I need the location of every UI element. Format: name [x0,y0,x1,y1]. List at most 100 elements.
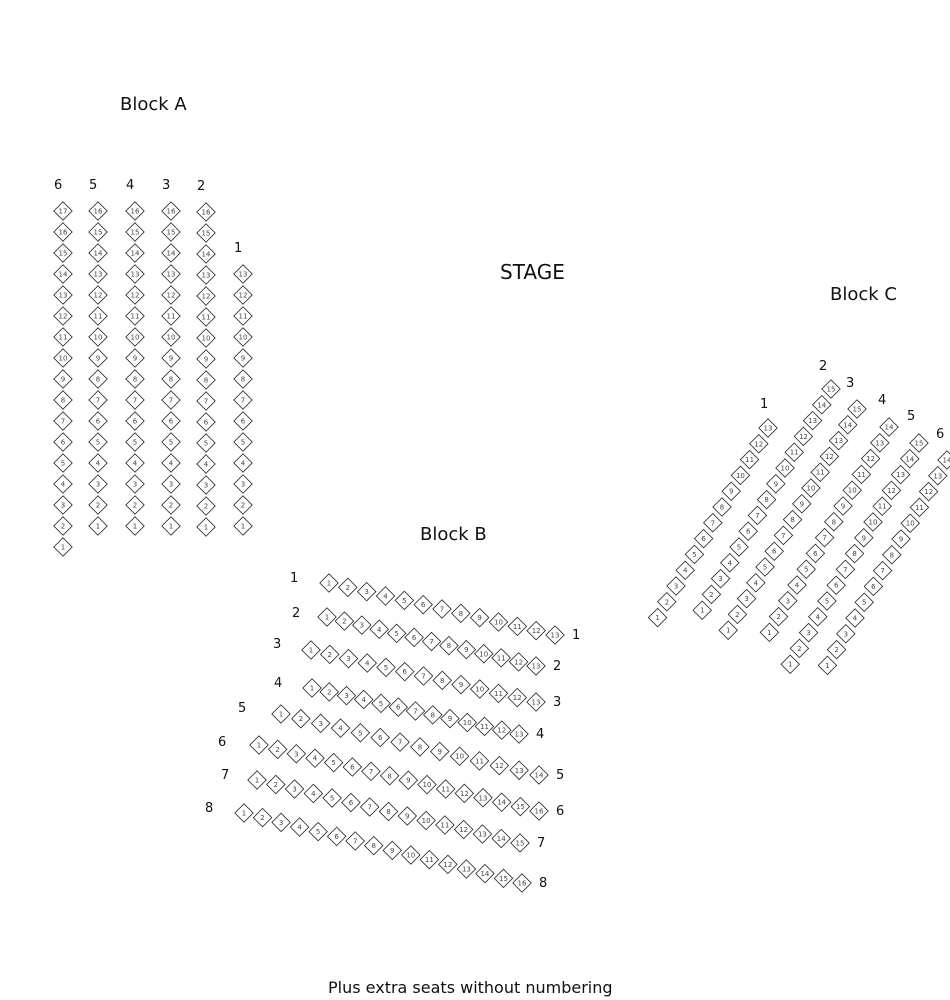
seat-a-row3-13[interactable]: 13 [161,264,181,284]
seat-b-row5-2[interactable]: 2 [291,708,311,729]
seat-b-row1-3[interactable]: 3 [356,581,377,602]
seat-b-row1-1[interactable]: 1 [319,573,339,593]
seat-a-row3-15[interactable]: 15 [161,222,181,242]
seat-c-row3-1[interactable]: 1 [718,620,738,640]
seat-b-row8-12[interactable]: 12 [438,854,458,875]
seat-b-row6-3[interactable]: 3 [286,744,307,764]
seat-b-row3-9[interactable]: 9 [451,674,471,695]
seat-c-row4-8[interactable]: 8 [824,512,844,532]
seat-a-row4-12[interactable]: 12 [125,285,145,305]
seat-c-row5-2[interactable]: 2 [789,638,810,659]
seat-a-row2-16[interactable]: 16 [196,202,216,222]
seat-b-row7-11[interactable]: 11 [435,815,455,835]
seat-b-row4-4[interactable]: 4 [353,689,374,710]
seat-c-row3-9[interactable]: 9 [792,494,812,514]
seat-b-row8-14[interactable]: 14 [475,863,495,884]
seat-a-row6-13[interactable]: 13 [53,285,73,305]
seat-c-row3-13[interactable]: 13 [828,430,849,451]
seat-b-row7-13[interactable]: 13 [472,824,493,844]
seat-c-row6-10[interactable]: 10 [900,513,920,533]
seat-c-row3-4[interactable]: 4 [746,573,766,593]
seat-c-row6-9[interactable]: 9 [891,529,911,549]
seat-a-row6-9[interactable]: 9 [53,369,73,389]
seat-c-row1-8[interactable]: 8 [712,497,732,517]
seat-c-row2-6[interactable]: 6 [738,521,758,541]
seat-c-row1-11[interactable]: 11 [739,449,760,470]
seat-b-row4-8[interactable]: 8 [422,705,443,725]
seat-c-row6-2[interactable]: 2 [826,639,847,660]
seat-b-row1-8[interactable]: 8 [451,603,471,624]
seat-b-row2-12[interactable]: 12 [508,652,529,672]
seat-b-row8-15[interactable]: 15 [493,868,514,889]
seat-c-row5-5[interactable]: 5 [817,591,837,611]
seat-c-row4-10[interactable]: 10 [842,480,862,500]
seat-b-row6-12[interactable]: 12 [454,783,475,804]
seat-c-row3-12[interactable]: 12 [819,446,840,467]
seat-c-row1-4[interactable]: 4 [675,560,695,580]
seat-b-row8-1[interactable]: 1 [234,803,254,823]
seat-b-row2-2[interactable]: 2 [334,611,355,631]
seat-b-row5-14[interactable]: 14 [529,765,549,785]
seat-b-row8-9[interactable]: 9 [382,840,403,861]
seat-b-row8-16[interactable]: 16 [512,873,532,893]
seat-a-row2-11[interactable]: 11 [196,307,216,327]
seat-a-row3-9[interactable]: 9 [161,348,181,368]
seat-b-row3-4[interactable]: 4 [357,653,378,673]
seat-b-row1-13[interactable]: 13 [545,625,565,645]
seat-b-row8-10[interactable]: 10 [401,845,421,865]
seat-c-row3-3[interactable]: 3 [736,588,757,609]
seat-a-row4-6[interactable]: 6 [125,411,145,431]
seat-b-row1-5[interactable]: 5 [394,590,415,611]
seat-a-row3-12[interactable]: 12 [161,285,181,305]
seat-a-row2-15[interactable]: 15 [196,223,216,243]
seat-b-row3-6[interactable]: 6 [394,661,415,682]
seat-b-row2-10[interactable]: 10 [473,643,494,664]
seat-a-row1-7[interactable]: 7 [233,390,253,410]
seat-a-row5-14[interactable]: 14 [88,243,108,263]
seat-a-row2-5[interactable]: 5 [196,433,216,453]
seat-c-row5-15[interactable]: 15 [909,433,929,453]
seat-a-row1-3[interactable]: 3 [233,474,253,494]
seat-a-row3-6[interactable]: 6 [161,411,181,431]
seat-a-row5-4[interactable]: 4 [88,453,108,473]
seat-b-row2-13[interactable]: 13 [526,656,546,676]
seat-a-row6-12[interactable]: 12 [53,306,73,326]
seat-b-row1-4[interactable]: 4 [375,586,396,606]
seat-b-row3-8[interactable]: 8 [432,670,453,691]
seat-a-row2-8[interactable]: 8 [196,370,216,390]
seat-c-row4-12[interactable]: 12 [860,448,881,469]
seat-c-row3-8[interactable]: 8 [782,509,803,530]
seat-c-row3-10[interactable]: 10 [801,478,821,498]
seat-c-row2-1[interactable]: 1 [692,600,712,620]
seat-c-row2-10[interactable]: 10 [775,458,795,478]
seat-c-row3-11[interactable]: 11 [810,462,830,482]
seat-a-row3-10[interactable]: 10 [161,327,181,347]
seat-a-row2-4[interactable]: 4 [196,454,216,474]
seat-c-row4-11[interactable]: 11 [851,464,872,485]
seat-b-row7-4[interactable]: 4 [303,783,324,804]
seat-b-row7-15[interactable]: 15 [510,833,530,853]
seat-b-row4-2[interactable]: 2 [319,682,340,702]
seat-c-row6-6[interactable]: 6 [863,576,884,597]
seat-a-row2-9[interactable]: 9 [196,349,216,369]
seat-a-row5-12[interactable]: 12 [88,285,108,305]
seat-a-row3-11[interactable]: 11 [161,306,181,326]
seat-b-row3-13[interactable]: 13 [526,692,546,712]
seat-a-row4-4[interactable]: 4 [125,453,145,473]
seat-a-row1-2[interactable]: 2 [233,495,253,515]
seat-a-row1-6[interactable]: 6 [233,411,253,431]
seat-b-row2-11[interactable]: 11 [491,648,511,668]
seat-b-row4-9[interactable]: 9 [440,708,460,729]
seat-c-row1-2[interactable]: 2 [657,592,677,612]
seat-b-row3-11[interactable]: 11 [488,683,509,704]
seat-b-row7-3[interactable]: 3 [284,779,305,799]
seat-b-row5-6[interactable]: 6 [370,727,390,748]
seat-a-row2-12[interactable]: 12 [196,286,216,306]
seat-b-row5-5[interactable]: 5 [350,723,371,743]
seat-a-row5-9[interactable]: 9 [88,348,108,368]
seat-b-row4-3[interactable]: 3 [336,685,357,706]
seat-a-row1-12[interactable]: 12 [233,285,253,305]
seat-a-row6-7[interactable]: 7 [53,411,73,431]
seat-c-row4-6[interactable]: 6 [805,543,826,564]
seat-b-row8-13[interactable]: 13 [456,859,477,879]
